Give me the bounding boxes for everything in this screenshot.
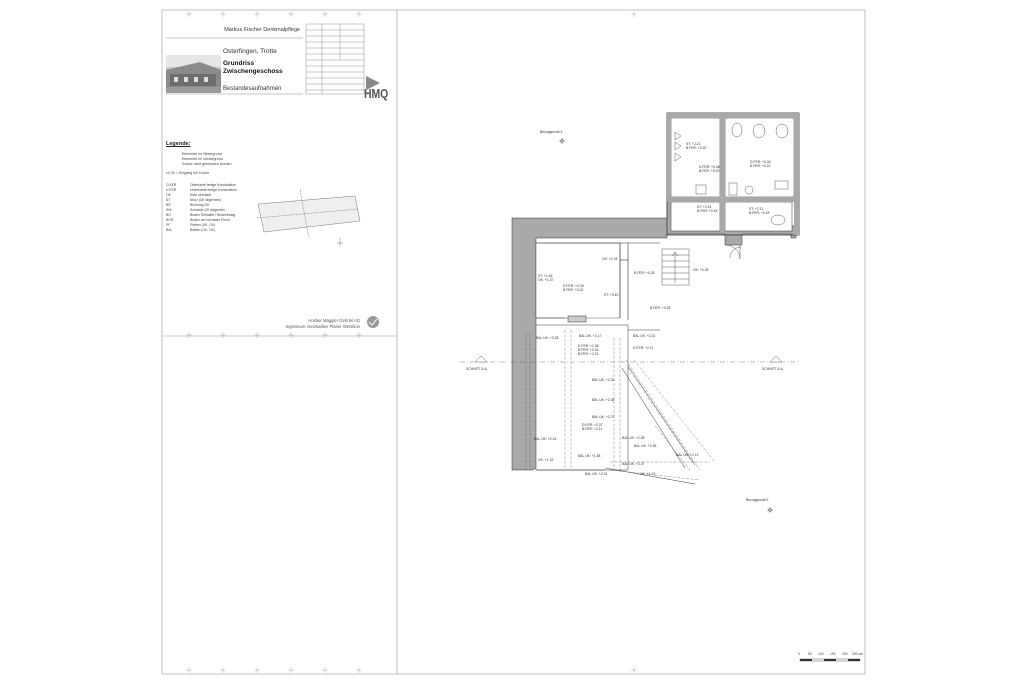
office-footer: Hosber Mäggler Gehrtel AG Ingenieure Geo… <box>270 318 360 330</box>
abbr-code: BR <box>166 203 171 207</box>
bezugspunkt-label: Bezugspunkt 3 <box>540 130 563 134</box>
office-footer-line2: Ingenieure Geomatiker Planer Wetzikon <box>285 324 360 329</box>
elevation-label: D.FER: +0.28 <box>563 284 584 288</box>
elevation-label: OK: +1.13 <box>640 472 656 476</box>
scale-tick: 250 cm <box>852 652 864 656</box>
abbr-code: SW <box>166 208 172 212</box>
project-location: Osterfingen, Trotte <box>223 48 277 55</box>
abbr-text: Pfetten (UK, OK) <box>190 223 216 227</box>
elevation-label: D.FER: +1.36 <box>578 344 599 348</box>
elevation-label: B.FER: +0.20 <box>699 169 720 173</box>
legend-line-foreground: Elemente im Vordergrund <box>182 157 223 161</box>
elevation-label: B.FER: +0.28 <box>634 271 655 275</box>
elevation-label: B.FER: +0.22 <box>563 288 584 292</box>
titleblock-grid <box>166 23 365 95</box>
elevation-label: BAL UK: +2.13 <box>676 453 699 457</box>
elevation-label: BAL UK: +2.38 <box>622 436 645 440</box>
elevation-label: D.FER: +0.08 <box>699 165 720 169</box>
elevation-label: ST: +0.10 <box>604 293 619 297</box>
elevation-label: OK: +1.37 <box>538 278 554 282</box>
elevation-label: D.FER: +2.37 <box>582 423 603 427</box>
office-name: Markus Fischer Denkmalpflege <box>224 27 300 33</box>
abbr-text: Sturz (UK allgemein) <box>190 198 222 202</box>
elevation-label: B.FER: +0.18 <box>749 211 770 215</box>
elevation-label: ST: +2.11 <box>749 207 764 211</box>
elevation-label: B.FER: +0.16 <box>697 209 718 213</box>
drawing-title-line1: Grundriss <box>223 60 255 67</box>
elevation-label: OK: +2.24 <box>602 257 618 261</box>
elevation-label: D.FER: +0.34 <box>750 160 771 164</box>
abbr-code: BON <box>166 218 174 222</box>
scale-bar-graphic <box>799 658 861 662</box>
orientation-diagram <box>256 189 361 246</box>
elevation-label: BAL UK: +2.38 <box>592 398 615 402</box>
abbr-code: BAL <box>166 228 173 232</box>
office-footer-line1: Hosber Mäggler Gehrtel AG <box>308 318 360 323</box>
scale-tick: 100 <box>818 652 824 656</box>
abbr-text: Boden Gestaltet / Bodenbelag <box>190 213 236 217</box>
scale-tick: 200 <box>842 652 848 656</box>
abbr-text: Brüstung OK <box>190 203 210 207</box>
sheet-border <box>161 9 866 675</box>
abbr-text: Oberkante fertige Konstruktion <box>190 183 236 187</box>
section-line <box>460 355 800 363</box>
legend-note: ±0.00 = Eingang bei Küche <box>166 171 210 175</box>
drawing-title: Grundriss Zwischengeschoss <box>223 60 283 76</box>
elevation-label: ST: +2.13 <box>686 142 701 146</box>
abbr-code: BO <box>166 213 171 217</box>
scale-tick: 150 <box>830 652 836 656</box>
abbr-text: Kote oberkant <box>190 193 212 197</box>
elevation-label: B.FER: +0.25 <box>650 306 671 310</box>
elevation-label: BAL UK: +2.37 <box>592 415 615 419</box>
legend-line-background: Elemente im Hintergrund <box>182 152 222 156</box>
elevation-label: B.FER: +0.20 <box>686 146 707 150</box>
abbr-text: Boden am höchsten Punkt <box>190 218 230 222</box>
elevation-label: B.FER: +0.22 <box>750 164 771 168</box>
elevation-label: B.FER: +2.11 <box>582 427 603 431</box>
abbr-code: ST <box>166 198 171 202</box>
hmq-logo-triangle <box>366 76 380 90</box>
elevation-label: BAL UK: +2.37 <box>622 462 645 466</box>
section-label-left: SCHNITT A-A <box>466 367 488 371</box>
legend-line-unmeasured: Kontur nicht gemessen worden <box>182 162 232 166</box>
elevation-label: BAL UK: +2.24 <box>534 437 557 441</box>
abbr-text: Balken (UK, OK) <box>190 228 216 232</box>
floor-plan <box>460 112 800 513</box>
abbr-text: Unterkante fertige Konstruktion <box>190 188 237 192</box>
drawing-title-line2: Zwischengeschoss <box>223 68 283 75</box>
scale-tick: 0 <box>798 652 800 656</box>
elevation-label: B.FER: +2.15 <box>578 348 599 352</box>
scale-tick: 50 <box>808 652 812 656</box>
elevation-label: ST: +1.46 <box>538 274 553 278</box>
elevation-label: BAL UK: +2.31 <box>585 472 608 476</box>
registration-marks <box>186 11 637 673</box>
elevation-label: D.FER: +2.11 <box>633 346 654 350</box>
elevation-label: BAL UK: +2.42 <box>633 334 656 338</box>
hmq-logo-text: HMQ <box>364 86 389 101</box>
legend-title: Legende: <box>166 141 191 147</box>
abbr-text: Schwelle OK allgemein <box>190 208 225 212</box>
elevation-label: BAL UK: +2.17 <box>579 334 602 338</box>
elevation-label: OK: +0.28 <box>693 268 709 272</box>
elevation-label: BAL UK: +2.31 <box>592 378 615 382</box>
abbr-code: PF <box>166 223 171 227</box>
certification-logo <box>367 316 379 328</box>
section-label-right: SCHNITT A-A <box>762 367 784 371</box>
abbr-code: OK <box>166 193 171 197</box>
elevation-label: BAL UK: +1.88 <box>578 454 601 458</box>
elevation-label: BAL UK: +2.28 <box>536 336 559 340</box>
elevation-label: B.FER: +2.15 <box>578 352 599 356</box>
abbr-code: U.FER <box>166 188 177 192</box>
elevation-label: OK: +1.33 <box>538 458 554 462</box>
elevation-label: ST: +2.14 <box>697 205 712 209</box>
elevation-label: BAL UK: +2.35 <box>634 444 657 448</box>
building-photo <box>166 55 221 93</box>
abbr-code: O.FER <box>166 183 177 187</box>
drawing-subtitle: Bestandesaufnahmen <box>223 86 282 92</box>
bezugspunkt-label: Bezugspunkt 2 <box>746 498 769 502</box>
